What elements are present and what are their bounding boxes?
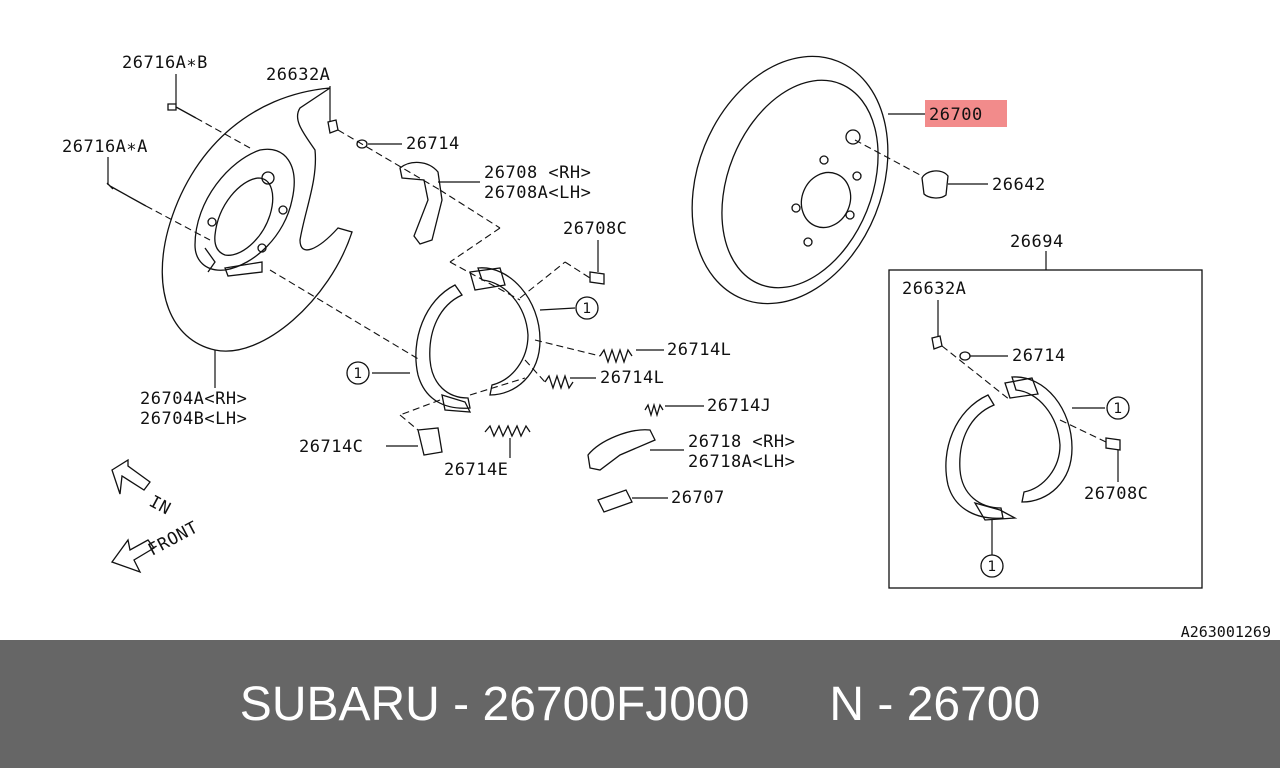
label-26632A-box: 26632A: [902, 279, 966, 299]
label-26714-top: 26714: [406, 134, 460, 154]
label-26716A-B: 26716A∗B: [122, 53, 208, 73]
label-26714C: 26714C: [299, 437, 363, 457]
backing-plate: [161, 87, 353, 352]
diagram-ref-code: A263001269: [1181, 623, 1271, 640]
label-26708A-lh: 26708A<LH>: [484, 183, 591, 203]
circle-marker: [575, 296, 599, 320]
leader-lines: [107, 74, 1119, 555]
footer-gap: [749, 677, 829, 732]
label-26714L-upper: 26714L: [667, 340, 731, 360]
label-26718A-lh: 26718A<LH>: [688, 452, 795, 472]
brake-shoes-kit: [945, 376, 1073, 521]
circle-marker-label: 1: [988, 559, 997, 575]
footer-caption: SUBARU - 26700FJ000 N - 26700: [0, 640, 1280, 768]
label-26714-box: 26714: [1012, 346, 1066, 366]
label-26708C-top: 26708C: [563, 219, 627, 239]
circle-marker: [980, 554, 1004, 578]
label-26716A-A: 26716A∗A: [62, 137, 148, 157]
diagram-canvas: 1 1 1 1 IN FRONT 26716A∗B 26632A 26714 2…: [62, 53, 1271, 640]
kit-box: [888, 269, 1203, 589]
direction-front-label: FRONT: [145, 518, 202, 561]
label-26642: 26642: [992, 175, 1046, 195]
small-parts: [106, 103, 1121, 513]
footer-ref: N - 26700: [829, 677, 1041, 731]
parts-diagram: 1 1 1 1 IN FRONT 26716A∗B 26632A 26714 2…: [62, 53, 1271, 640]
circle-marker-label: 1: [354, 366, 363, 382]
circle-marker: [346, 361, 370, 385]
footer-part-number: 26700FJ000: [482, 677, 750, 731]
label-26700: 26700: [929, 105, 983, 125]
circle-marker: [1106, 396, 1130, 420]
label-26707: 26707: [671, 488, 725, 508]
highlight-26700: [925, 100, 1007, 127]
label-26714E: 26714E: [444, 460, 508, 480]
direction-arrows: IN FRONT: [110, 458, 202, 574]
brake-disc: [691, 55, 889, 305]
label-26714L-lower: 26714L: [600, 368, 664, 388]
label-26704A-rh: 26704A<RH>: [140, 389, 247, 409]
circle-markers: 1 1 1 1: [346, 296, 1130, 578]
part-labels: 26716A∗B 26632A 26714 26716A∗A 26708 <RH…: [62, 53, 1271, 640]
brake-shoes: [415, 267, 541, 413]
label-26718-rh: 26718 <RH>: [688, 432, 795, 452]
footer-separator: -: [439, 677, 483, 731]
circle-marker-label: 1: [583, 301, 592, 317]
direction-in-label: IN: [146, 492, 174, 520]
label-26708-rh: 26708 <RH>: [484, 163, 591, 183]
label-26714J: 26714J: [707, 396, 771, 416]
footer-brand: SUBARU: [239, 677, 440, 731]
in-arrow-icon: [111, 458, 151, 495]
label-26694: 26694: [1010, 232, 1064, 252]
circle-marker-label: 1: [1114, 401, 1123, 417]
label-26708C-box: 26708C: [1084, 484, 1148, 504]
footer-bar: SUBARU - 26700FJ000 N - 26700: [0, 640, 1280, 768]
label-26704B-lh: 26704B<LH>: [140, 409, 247, 429]
front-arrow-icon: [110, 538, 155, 574]
label-26632A-top: 26632A: [266, 65, 330, 85]
